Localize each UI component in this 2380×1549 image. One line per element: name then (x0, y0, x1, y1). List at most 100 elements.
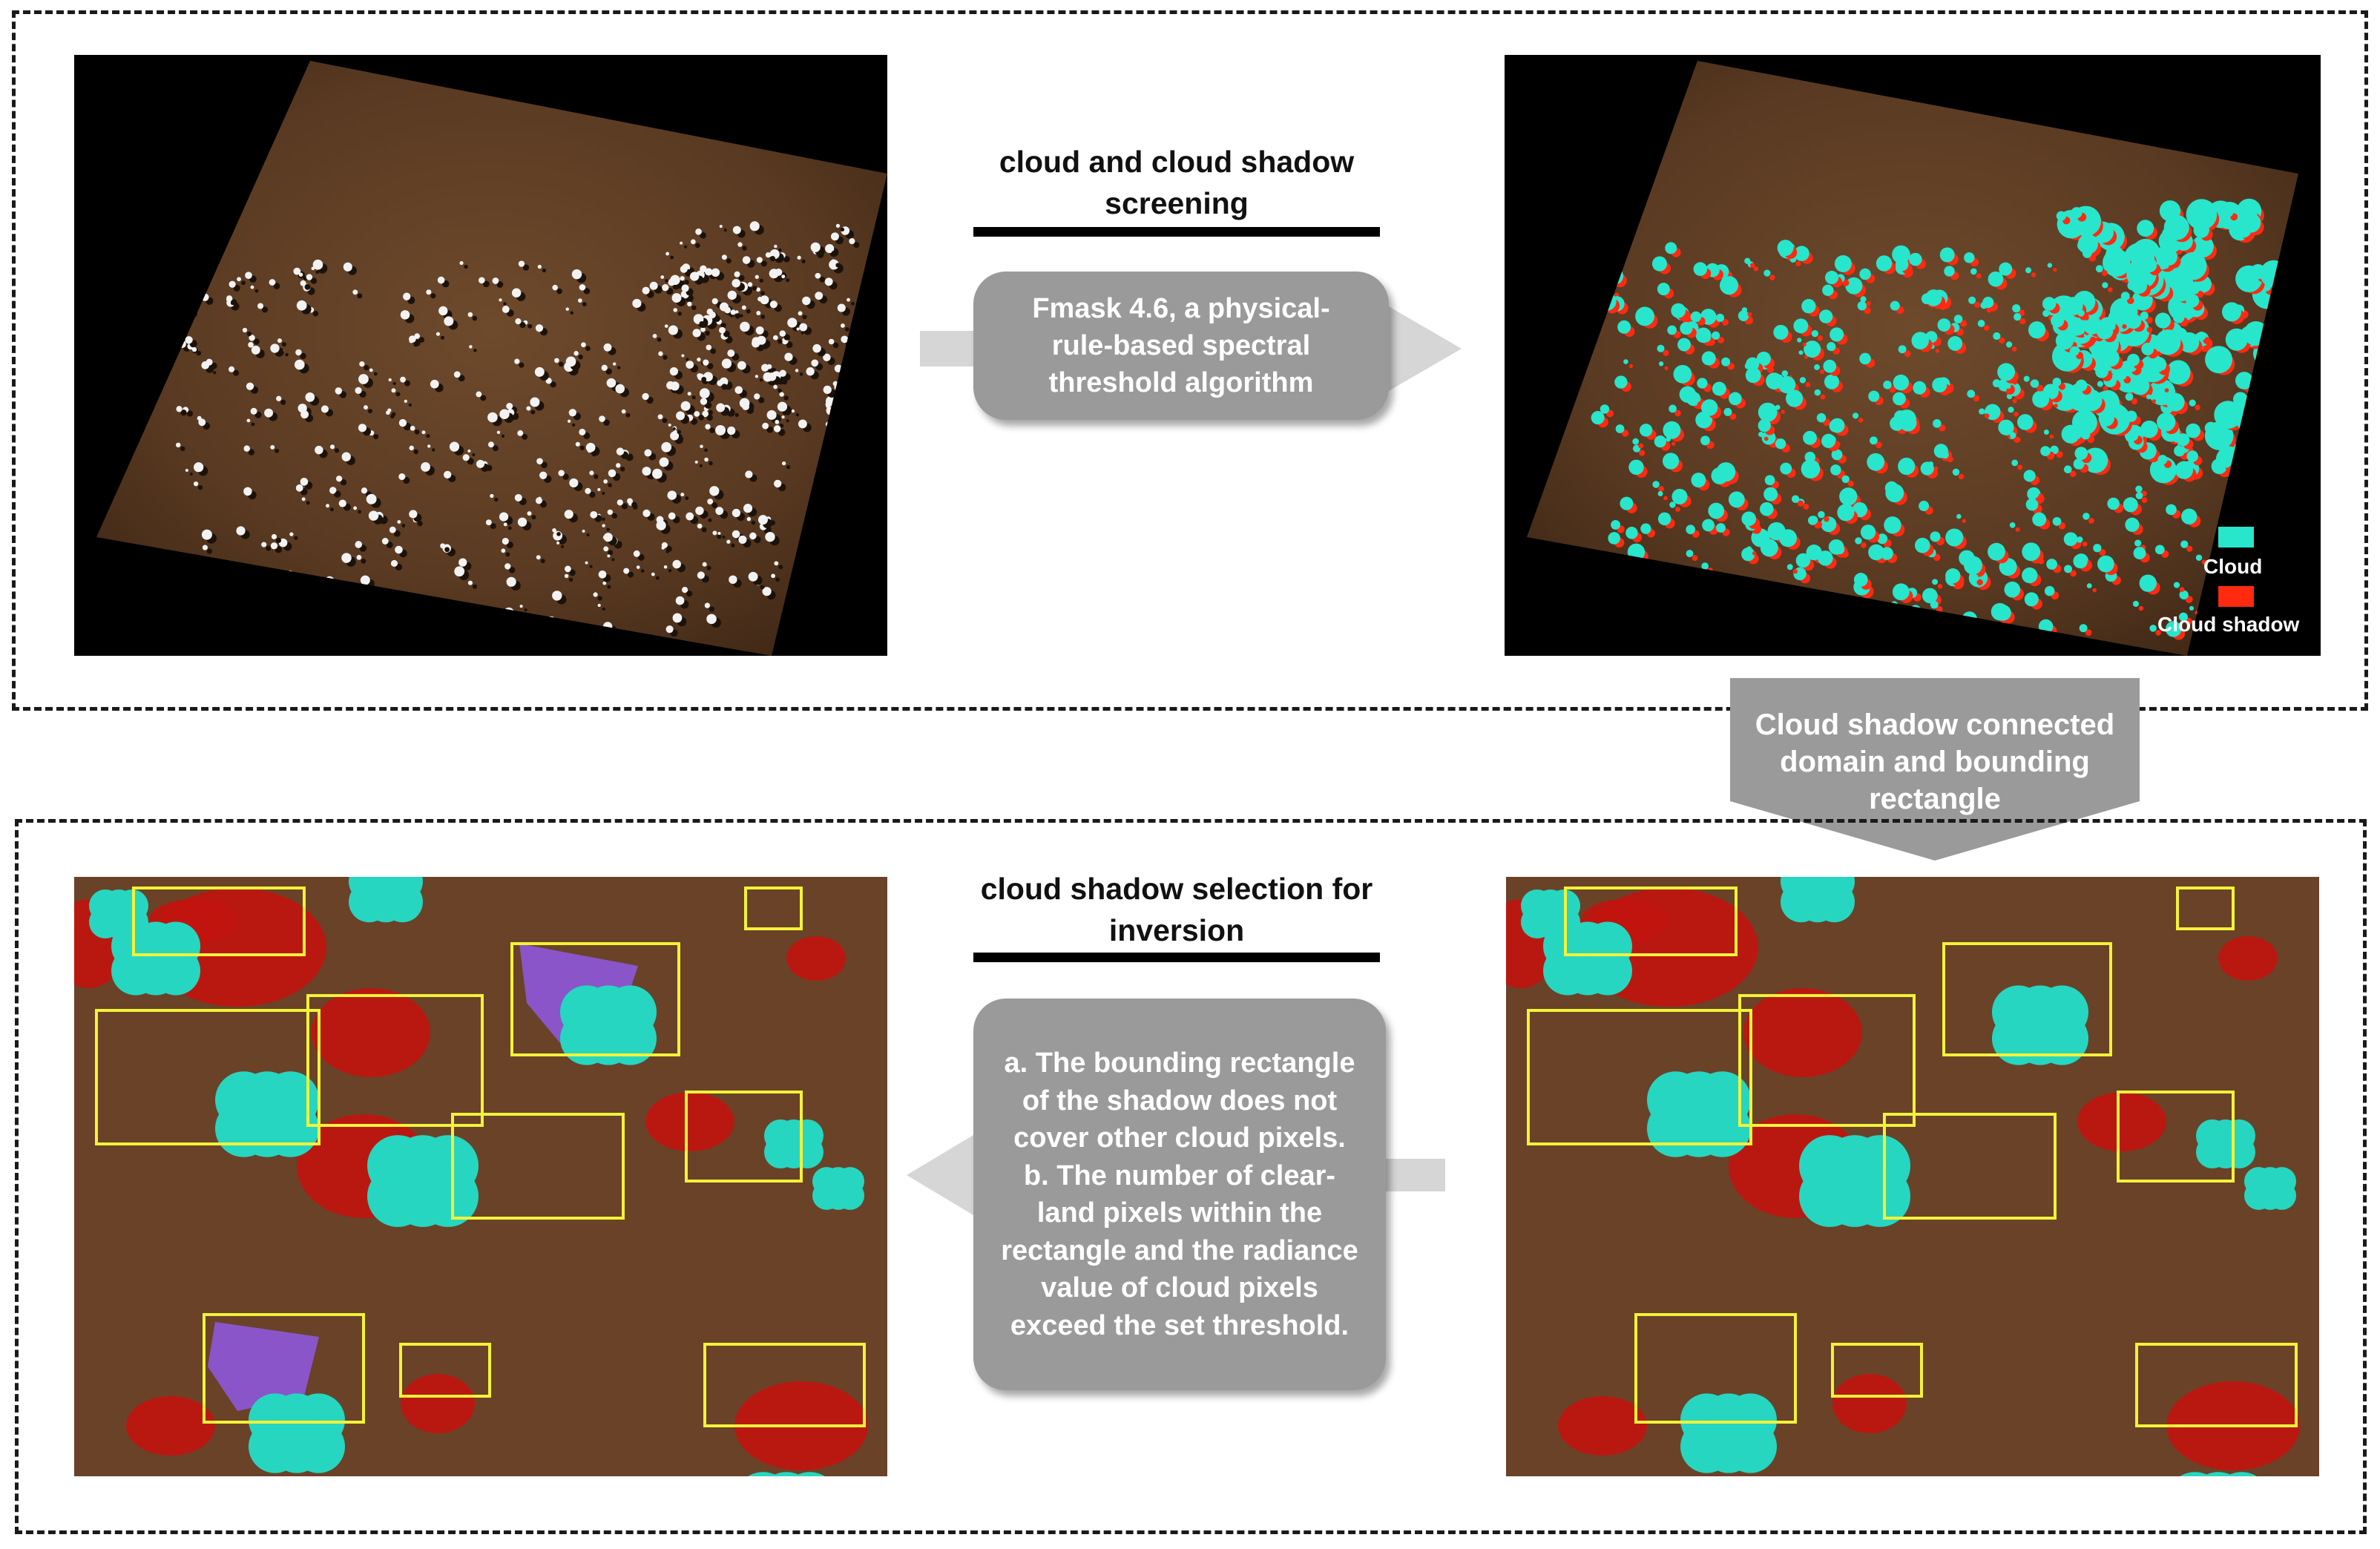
cloud-speck (756, 257, 763, 263)
cloud-speck (528, 619, 533, 625)
cloud-mark (1876, 533, 1888, 545)
cloud-speck (176, 406, 183, 412)
cloud-mark (2192, 235, 2214, 258)
cloud-mark (2079, 624, 2088, 633)
shadow-mark (1818, 625, 1828, 636)
cloud-speck (665, 251, 670, 256)
cloud-speck (270, 343, 280, 353)
cloud-speck (552, 528, 556, 533)
shadow-mark (2031, 272, 2037, 277)
cloud-mark (2095, 265, 2103, 273)
cloud-shadow-speck (594, 474, 599, 479)
cloud-shadow-speck (845, 372, 850, 377)
shadow-mark (1862, 604, 1867, 608)
shadow-mark (2092, 588, 2097, 593)
cloud-mark (1970, 573, 1979, 582)
cloud-speck (245, 272, 252, 280)
cloud-speck (823, 385, 832, 395)
cloud-shadow-speck (686, 358, 689, 361)
cloud-mark (1859, 352, 1871, 365)
cloud-mark (2064, 565, 2072, 573)
cloud-mark (1835, 545, 1845, 555)
cloud-shadow-speck (357, 293, 363, 299)
cloud-speck (700, 265, 707, 273)
cloud-speck (734, 310, 739, 314)
cloud-speck (669, 366, 679, 376)
cloud-mark (1793, 318, 1809, 334)
cloud-speck (286, 617, 296, 627)
cloud-mark (1669, 404, 1677, 413)
cloud-speck (686, 361, 694, 369)
cloud-mark (2022, 567, 2038, 584)
cloud-speck (606, 378, 617, 388)
cloud-speck (341, 452, 351, 461)
cloud-mark (1738, 310, 1749, 321)
cloud-shadow-speck (621, 503, 628, 510)
cloud-speck (694, 318, 700, 323)
cloud-blob (2223, 1136, 2255, 1168)
cloud-mark (1662, 453, 1680, 470)
cloud-mark (2155, 365, 2160, 370)
shadow-mark (1896, 606, 1903, 613)
cloud-mark (1910, 605, 1922, 616)
cloud-mark (1797, 611, 1813, 628)
cloud-speck (573, 351, 579, 356)
cloud-shadow-speck (786, 341, 793, 349)
shadow-mark (1936, 605, 1943, 613)
cloud-mark (1867, 453, 1885, 471)
cloud-speck (530, 397, 540, 407)
cloud-mark (2038, 619, 2054, 634)
cloud-speck (651, 468, 663, 479)
cloud-mark (1899, 414, 1917, 432)
cloud-shadow-speck (786, 278, 790, 283)
bounding-rectangle (306, 994, 484, 1127)
shadow-mark (2015, 437, 2021, 443)
cloud-speck (847, 297, 850, 302)
cloud-mark (1801, 299, 1816, 314)
cloud-shadow-speck (830, 409, 841, 419)
cloud-mark (2142, 257, 2157, 273)
cloud-mark (2082, 513, 2090, 520)
cloud-shadow-speck (837, 414, 846, 423)
cloud-mark (1716, 523, 1726, 533)
cloud-speck (188, 579, 196, 587)
cloud-mark (2028, 321, 2046, 339)
cloud-mark (2157, 412, 2176, 432)
cloud-mark (1775, 404, 1781, 410)
cloud-speck (721, 358, 732, 369)
cloud-mark (2042, 309, 2050, 318)
cloud-speck (490, 493, 494, 499)
cloud-mark (2186, 199, 2218, 230)
cloud-mark (2258, 455, 2286, 483)
cloud-mark (2197, 332, 2206, 341)
cloud-shadow-speck (390, 414, 395, 419)
cloud-shadow-speck (779, 423, 784, 428)
cloud-shadow-speck (310, 277, 318, 284)
cloud-speck (361, 487, 368, 494)
cloud-speck (242, 327, 248, 333)
cloud-shadow-speck (738, 274, 745, 281)
cloud-speck (593, 592, 598, 597)
cloud-shadow-speck (570, 311, 573, 315)
cloud-shadow-speck (418, 337, 425, 343)
cloud-mark (2149, 625, 2157, 632)
selection-criteria-box: a. The bounding rectangle of the shadow … (973, 999, 1386, 1390)
cloud-mark (1997, 363, 2016, 381)
cloud-mark (1628, 573, 1645, 590)
cloud-speck (730, 309, 736, 315)
shadow-mark (1904, 350, 1911, 358)
cloud-speck (760, 364, 769, 372)
cloud-speck (183, 273, 191, 282)
cloud-mark (2130, 277, 2148, 295)
cloud-speck (558, 470, 565, 476)
shadow-mark (2266, 381, 2292, 407)
cloud-mark (1801, 459, 1821, 479)
cloud-speck (670, 274, 680, 286)
cloud-mark (1977, 320, 1985, 327)
shadow-mark (1609, 585, 1625, 601)
cloud-speck (409, 510, 418, 519)
cloud-speck (692, 329, 701, 338)
cloud-shadow-speck (717, 534, 722, 539)
cloud-speck (649, 281, 658, 290)
cloud-shadow-speck (300, 352, 306, 360)
